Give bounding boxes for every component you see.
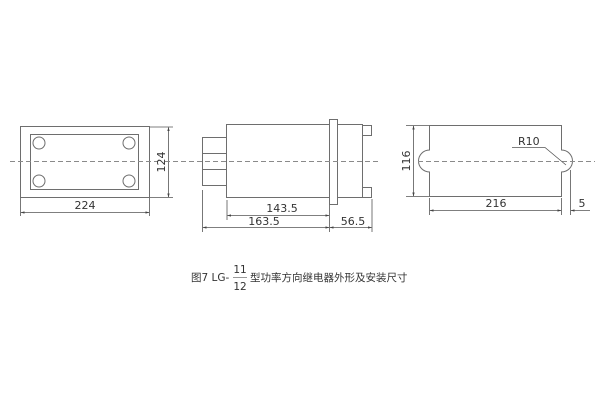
terminal-top [362,125,372,136]
figure-caption: 图7 LG- 11 12 型功率方向继电器外形及安装尺寸 [191,264,408,293]
caption-fraction-bottom: 12 [233,281,246,293]
panel-cutout-view: 116 216 5 R10 [400,125,595,215]
caption-prefix: 图7 LG- [191,272,230,284]
notch-radius-label: R10 [518,135,540,148]
front-width-label: 224 [75,199,96,212]
body-length-label: 143.5 [266,202,298,215]
total-front-length-label: 163.5 [248,215,280,228]
front-height-label: 124 [155,152,168,173]
cutout-height-label: 116 [400,151,413,172]
radius-leader-line [512,147,567,166]
mounting-hole-icon [122,136,136,150]
rear-length-label: 56.5 [341,215,366,228]
mounting-hole-icon [122,174,136,188]
mounting-hole-icon [32,136,46,150]
notch-offset-label: 5 [579,197,586,210]
mounting-hole-icon [32,174,46,188]
terminal-bottom [362,187,372,198]
caption-fraction-top: 11 [233,264,246,276]
front-view: 224 124 [10,126,173,216]
caption-suffix: 型功率方向继电器外形及安装尺寸 [250,271,408,284]
side-view: 143.5 163.5 56.5 [165,119,380,232]
panel-cutout-outline [418,125,573,197]
cutout-width-label: 216 [486,197,507,210]
